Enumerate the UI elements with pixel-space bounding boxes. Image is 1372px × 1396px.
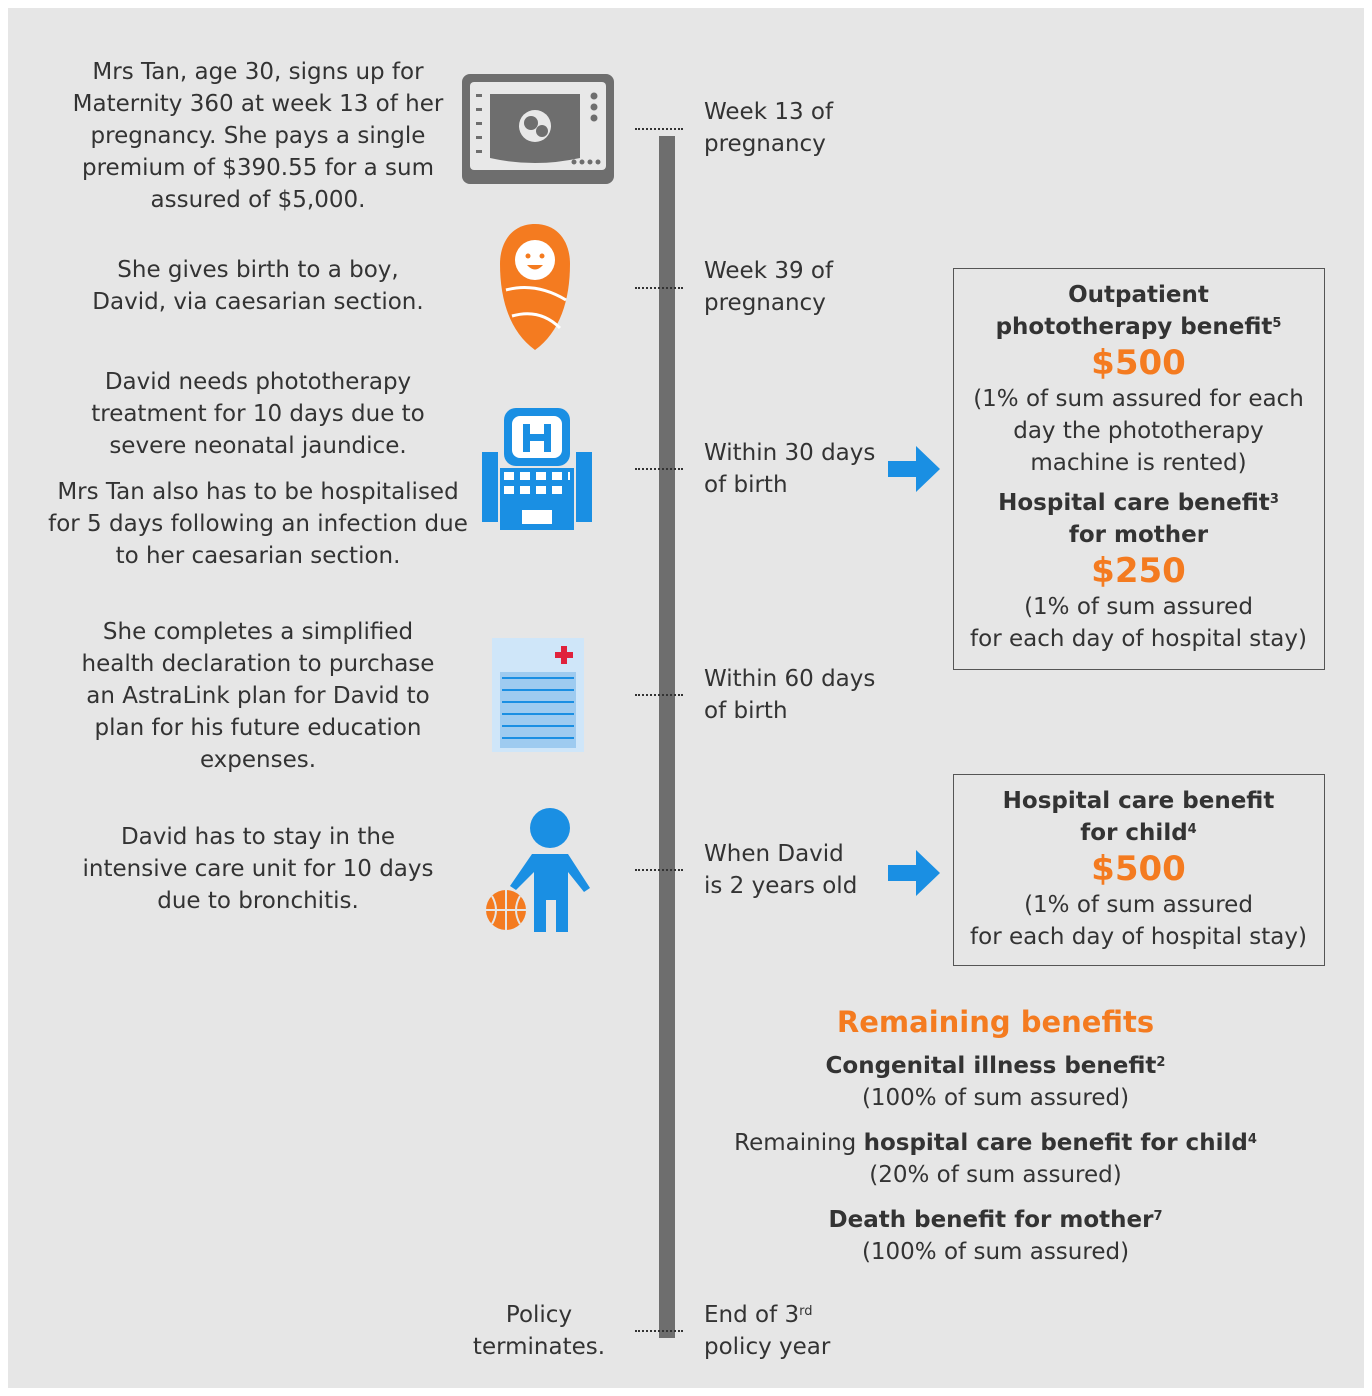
- event-3-description-2: Mrs Tan also has to be hospitalised for …: [48, 479, 468, 569]
- remaining-1-footnote: 2: [1156, 1055, 1166, 1070]
- event-4-time-line2: of birth: [704, 698, 788, 724]
- event-3-time-line2: of birth: [704, 472, 788, 498]
- benefit-2-title-line2: for mother: [1068, 522, 1209, 548]
- benefit-3-title-line2: for child4: [954, 817, 1323, 849]
- benefit-1-title-text: phototherapy benefit: [995, 314, 1273, 340]
- infographic-canvas: Mrs Tan, age 30, signs up for Maternity …: [8, 8, 1364, 1388]
- event-6-description: Policy terminates.: [472, 1302, 606, 1360]
- event-6-time-line2: policy year: [704, 1334, 831, 1360]
- benefit-box-phototherapy-hospital-mother: Outpatient phototherapy benefit5 $500 (1…: [953, 268, 1325, 670]
- remaining-2-footnote: 4: [1247, 1132, 1257, 1147]
- benefit-3-note-line2: for each day of hospital stay): [970, 924, 1307, 950]
- event-5-time-line2: is 2 years old: [704, 873, 858, 899]
- benefit-3-block: Hospital care benefit for child4 $500 (1…: [954, 785, 1323, 953]
- event-2-time-line2: pregnancy: [704, 290, 826, 316]
- event-1-description: Mrs Tan, age 30, signs up for Maternity …: [72, 59, 444, 213]
- event-2-time-line1: Week 39 of: [704, 258, 834, 284]
- event-6-time-sup: rd: [799, 1304, 813, 1319]
- benefit-1-block: Outpatient phototherapy benefit5 $500 (1…: [954, 279, 1323, 655]
- medical-form-icon: [492, 638, 584, 752]
- benefit-2-footnote: 3: [1269, 492, 1279, 507]
- hospital-building-icon: [482, 408, 592, 530]
- remaining-2-note: (20% of sum assured): [869, 1162, 1122, 1188]
- event-1-connector: [635, 128, 683, 130]
- event-4-connector: [635, 694, 683, 696]
- benefit-3-footnote: 4: [1187, 822, 1197, 837]
- benefit-box-hospital-child: Hospital care benefit for child4 $500 (1…: [953, 774, 1325, 966]
- remaining-3-title-text: Death benefit for mother: [828, 1207, 1154, 1233]
- remaining-3-footnote: 7: [1153, 1209, 1163, 1224]
- event-3-time-line1: Within 30 days: [704, 440, 876, 466]
- event-1-time-line2: pregnancy: [704, 131, 826, 157]
- benefit-1-title-line2: phototherapy benefit5: [954, 311, 1323, 343]
- benefit-2-title-line1: Hospital care benefit3: [954, 487, 1323, 519]
- benefit-1-title-line1: Outpatient: [1068, 282, 1209, 308]
- remaining-1-note: (100% of sum assured): [861, 1085, 1130, 1111]
- event-2-description: She gives birth to a boy, David, via cae…: [92, 257, 424, 315]
- timeline-bar: [659, 136, 675, 1338]
- benefit-1-footnote: 5: [1272, 316, 1282, 331]
- event-5-time: When David is 2 years old: [704, 838, 904, 902]
- remaining-benefits: Remaining benefits Congenital illness be…: [708, 1004, 1283, 1268]
- remaining-3-note: (100% of sum assured): [861, 1239, 1130, 1265]
- benefit-3-title-line1: Hospital care benefit: [1002, 788, 1275, 814]
- swaddled-baby-icon: [500, 224, 570, 350]
- benefit-3-amount: $500: [1091, 849, 1186, 889]
- benefit-1-note: (1% of sum assured for each day the phot…: [973, 386, 1304, 476]
- remaining-benefits-heading: Remaining benefits: [836, 1005, 1155, 1039]
- benefit-2-note-line1: (1% of sum assured: [1024, 594, 1253, 620]
- benefit-1-amount: $500: [1091, 343, 1186, 383]
- event-6-time-text: End of 3: [704, 1302, 800, 1328]
- child-with-basketball-icon: [486, 808, 590, 932]
- arrow-right-icon: [888, 850, 940, 896]
- remaining-2-title: Remaining hospital care benefit for chil…: [708, 1127, 1283, 1159]
- remaining-2-title-text: hospital care benefit for child: [863, 1130, 1248, 1156]
- remaining-2-prefix: Remaining: [734, 1130, 864, 1156]
- event-4-time-line1: Within 60 days: [704, 666, 876, 692]
- remaining-1-title-text: Congenital illness benefit: [825, 1053, 1157, 1079]
- remaining-1-title: Congenital illness benefit2: [708, 1050, 1283, 1082]
- event-2-time: Week 39 of pregnancy: [704, 255, 904, 319]
- event-1-time: Week 13 of pregnancy: [704, 96, 904, 160]
- event-3-description: David needs phototherapy treatment for 1…: [91, 369, 425, 459]
- event-5-connector: [635, 869, 683, 871]
- event-4-time: Within 60 days of birth: [704, 663, 904, 727]
- benefit-2-note-line2: for each day of hospital stay): [970, 626, 1307, 652]
- ultrasound-monitor-icon: [462, 74, 614, 184]
- benefit-2-amount: $250: [1091, 551, 1186, 591]
- event-5-time-line1: When David: [704, 841, 844, 867]
- benefit-3-title-text: for child: [1080, 820, 1188, 846]
- arrow-right-icon: [888, 446, 940, 492]
- event-3-time: Within 30 days of birth: [704, 437, 904, 501]
- event-5-description: David has to stay in the intensive care …: [82, 824, 434, 914]
- event-6-connector: [635, 1330, 683, 1332]
- event-3-connector: [635, 468, 683, 470]
- event-2-connector: [635, 287, 683, 289]
- event-6-time-line1: End of 3rd: [704, 1299, 904, 1331]
- remaining-3-title: Death benefit for mother7: [708, 1204, 1283, 1236]
- benefit-2-title-text: Hospital care benefit: [998, 490, 1270, 516]
- event-6-time: End of 3rd policy year: [704, 1299, 904, 1363]
- event-4-description: She completes a simplified health declar…: [81, 619, 435, 773]
- event-1-time-line1: Week 13 of: [704, 99, 834, 125]
- benefit-3-note-line1: (1% of sum assured: [1024, 892, 1253, 918]
